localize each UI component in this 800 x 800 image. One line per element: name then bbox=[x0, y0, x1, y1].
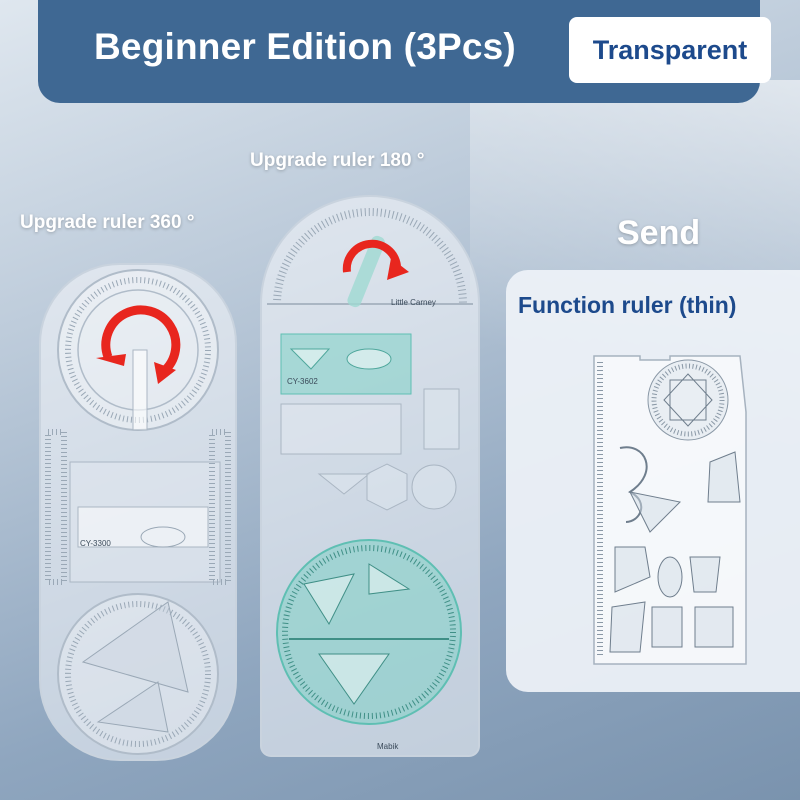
ruler-180-maker: Mabik bbox=[377, 742, 399, 751]
function-ruler-image bbox=[590, 352, 748, 668]
label-ruler-360: Upgrade ruler 360 ° bbox=[20, 212, 195, 233]
header-banner: Beginner Edition (3Pcs) Transparent bbox=[38, 0, 771, 103]
ruler-360-image: CY-3300 bbox=[38, 262, 238, 762]
transparent-badge: Transparent bbox=[569, 17, 771, 83]
ruler-180-image: Little Carney CY-3602 Mabik bbox=[259, 194, 481, 758]
label-send: Send bbox=[617, 214, 701, 252]
ruler-180-model: CY-3602 bbox=[287, 377, 318, 386]
banner-title: Beginner Edition (3Pcs) bbox=[94, 26, 516, 67]
ruler-360-model: CY-3300 bbox=[80, 539, 111, 548]
function-ruler-title: Function ruler (thin) bbox=[518, 292, 737, 318]
label-ruler-180: Upgrade ruler 180 ° bbox=[250, 150, 425, 171]
ruler-180-brand: Little Carney bbox=[391, 298, 436, 307]
